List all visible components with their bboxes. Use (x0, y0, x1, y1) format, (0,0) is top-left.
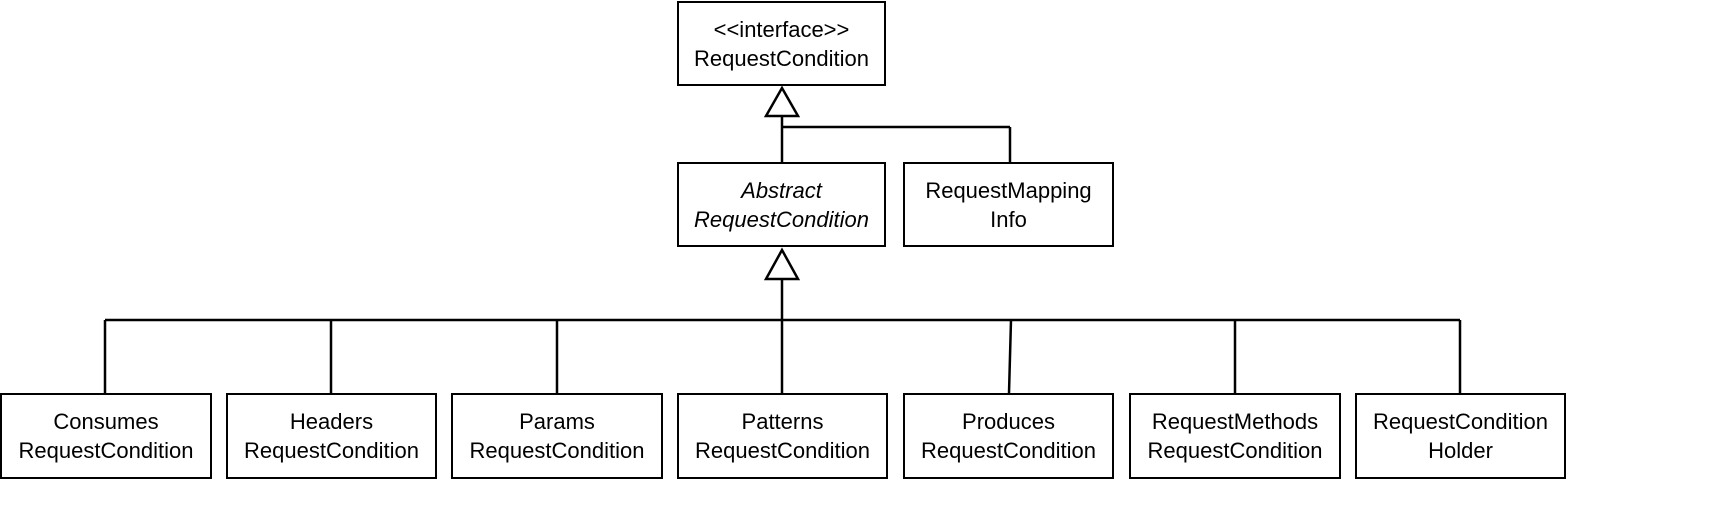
inheritance-arrowhead-abstract (763, 247, 801, 281)
class-name-line2: RequestCondition (244, 438, 419, 463)
class-name-line2: RequestCondition (694, 206, 869, 232)
class-box-headers-request-condition: Headers RequestCondition (226, 393, 437, 479)
class-box-patterns-request-condition: Patterns RequestCondition (677, 393, 888, 479)
class-box-request-methods-request-condition: RequestMethods RequestCondition (1129, 393, 1341, 479)
class-box-request-condition-interface: <<interface>> RequestCondition (677, 1, 886, 86)
connector-produces (1007, 319, 1013, 394)
class-box-produces-request-condition: Produces RequestCondition (903, 393, 1114, 479)
class-name-line1: Params (519, 409, 595, 434)
class-box-request-condition-holder: RequestCondition Holder (1355, 393, 1566, 479)
class-name-line2: RequestCondition (695, 438, 870, 463)
class-name-line1: RequestMapping (925, 177, 1092, 203)
class-name-line1: Headers (289, 409, 374, 434)
class-box-request-mapping-info: RequestMapping Info (903, 162, 1114, 247)
class-name-line1: Consumes (53, 409, 159, 434)
class-name-line2: RequestCondition (18, 438, 194, 463)
inheritance-arrowhead-interface (763, 85, 801, 118)
class-name: RequestCondition (694, 45, 869, 71)
class-box-params-request-condition: Params RequestCondition (451, 393, 663, 479)
class-name-line1: RequestMethods (1151, 409, 1319, 434)
stereotype-label: <<interface>> (713, 16, 850, 42)
class-name-line2: RequestCondition (1147, 438, 1323, 463)
class-name-line2: RequestCondition (921, 438, 1096, 463)
class-name-line2: Info (990, 206, 1027, 232)
class-name-line1: Produces (962, 409, 1055, 434)
class-name-line2: Holder (1428, 438, 1493, 463)
class-name-line1: RequestCondition (1373, 409, 1548, 434)
class-box-consumes-request-condition: Consumes RequestCondition (0, 393, 212, 479)
class-box-abstract-request-condition: Abstract RequestCondition (677, 162, 886, 247)
class-name-line1: Patterns (741, 409, 824, 434)
class-name-line2: RequestCondition (469, 438, 645, 463)
class-name-line1: Abstract (741, 177, 822, 203)
